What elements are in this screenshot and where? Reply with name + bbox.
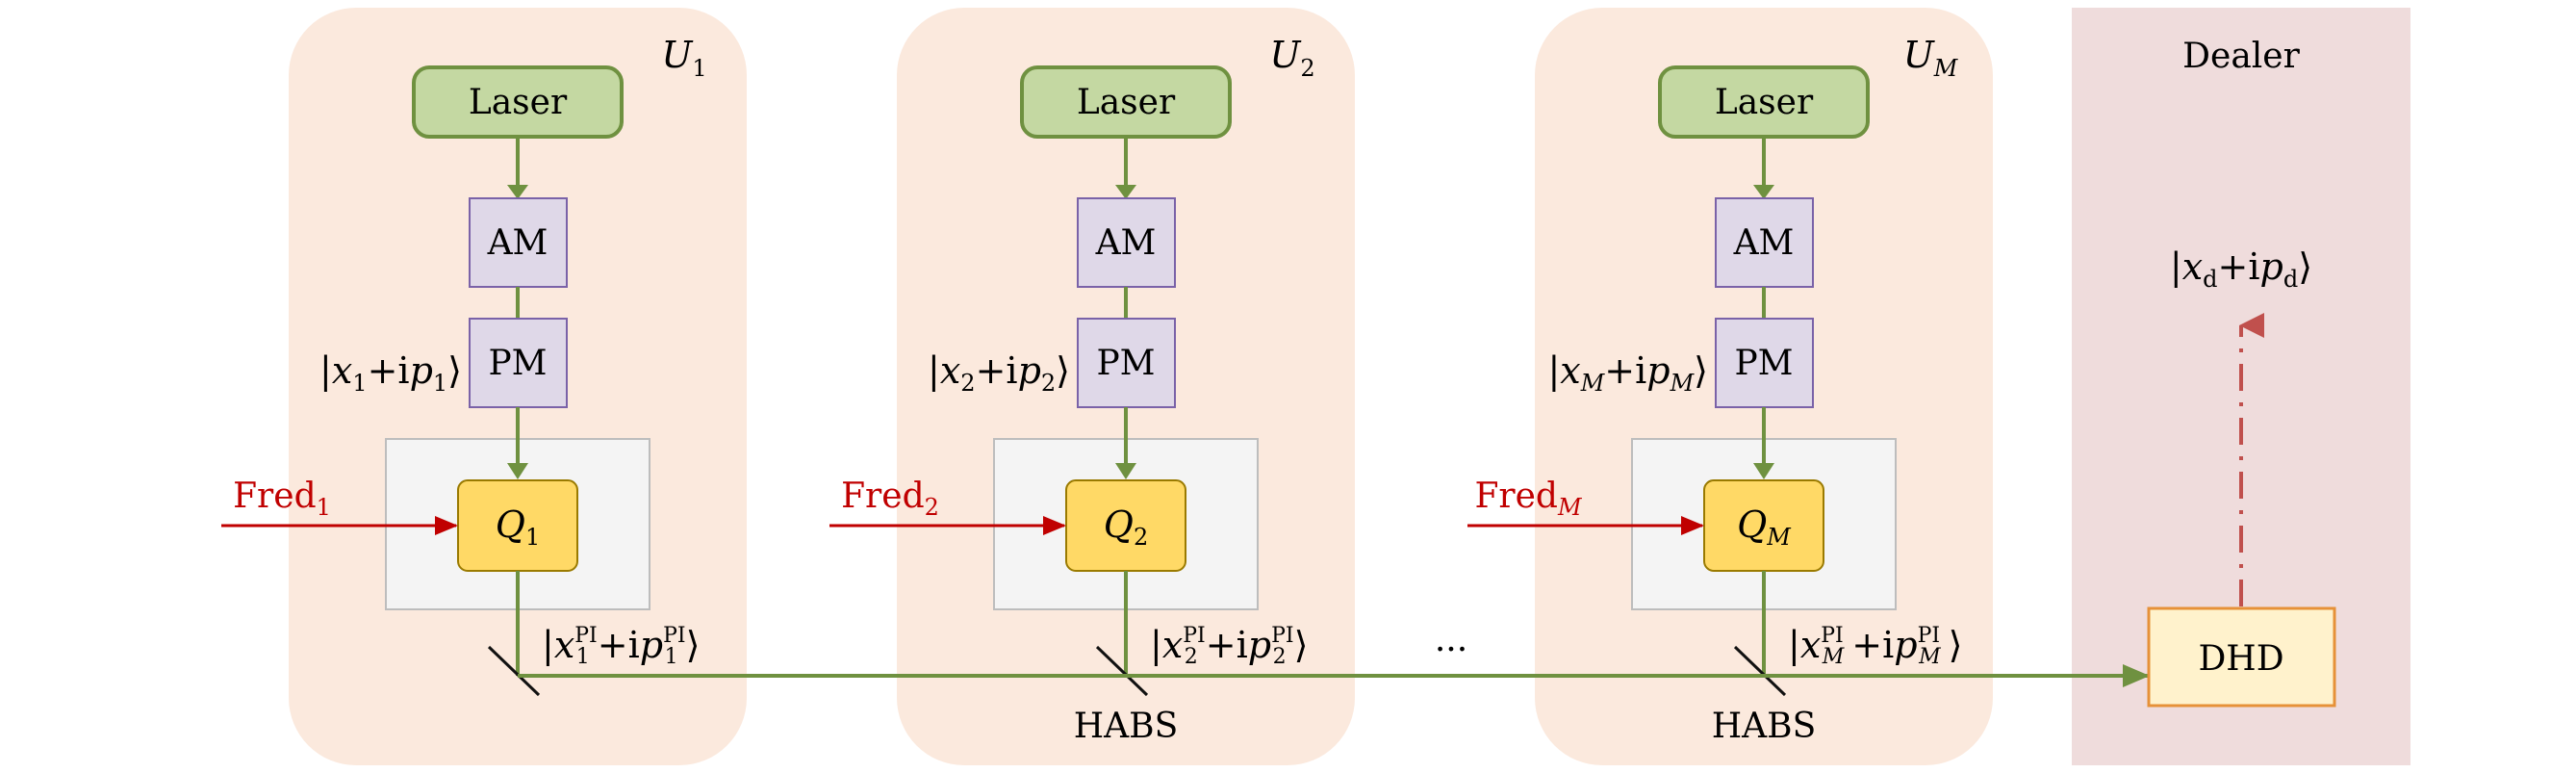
arrowhead — [507, 185, 528, 199]
q-label: Q2 — [1104, 503, 1148, 551]
laser-box — [412, 65, 624, 139]
am-label: AM — [1733, 223, 1795, 263]
laser-label: Laser — [469, 83, 568, 122]
beam-splitter — [487, 645, 541, 697]
am-label: AM — [1095, 223, 1157, 263]
pm-label: PM — [1734, 344, 1793, 383]
arrowhead — [1115, 463, 1136, 479]
pm-box — [1077, 318, 1176, 408]
dhd-box — [2147, 606, 2336, 708]
user-panel-label: UM — [1903, 34, 1959, 82]
habs-label: HABS — [1074, 707, 1179, 746]
q-label: QM — [1737, 503, 1792, 551]
user-panel-label: U1 — [661, 34, 706, 82]
laser-box — [1658, 65, 1870, 139]
beam-splitter — [1733, 645, 1787, 697]
arrowhead — [1753, 463, 1774, 479]
am-label: AM — [487, 223, 548, 263]
pm-label: PM — [1096, 344, 1155, 383]
svg-text:|xd+ipd⟩: |xd+ipd⟩ — [2170, 245, 2312, 293]
pm-box — [469, 318, 568, 408]
user-panel-label: U2 — [1269, 34, 1314, 82]
pm-box — [1715, 318, 1814, 408]
am-box — [1715, 197, 1814, 288]
user-state-label: |x1+ip1⟩ — [319, 349, 462, 397]
q-label: Q1 — [496, 503, 540, 551]
user-state-label: |xM+ipM⟩ — [1547, 349, 1708, 397]
beam-splitter — [1095, 645, 1149, 697]
laser-label: Laser — [1077, 83, 1176, 122]
dealer-state: |xd+ipd⟩ — [2170, 245, 2312, 293]
fred-label: Fred1 — [233, 477, 331, 521]
dealer-title: Dealer — [2182, 37, 2300, 76]
dhd-label: DHD — [2198, 639, 2283, 679]
arrowhead — [507, 463, 528, 479]
fred-label: Fred2 — [841, 477, 939, 521]
arrowhead — [1753, 185, 1774, 199]
laser-label: Laser — [1715, 83, 1814, 122]
ellipsis-text: ... — [1435, 620, 1467, 659]
laser-box — [1020, 65, 1232, 139]
am-box — [469, 197, 568, 288]
pm-label: PM — [488, 344, 547, 383]
user-state-label: |x2+ip2⟩ — [928, 349, 1070, 397]
fred-label: FredM — [1474, 477, 1583, 521]
arrowhead — [1115, 185, 1136, 199]
am-box — [1077, 197, 1176, 288]
habs-label: HABS — [1712, 707, 1817, 746]
